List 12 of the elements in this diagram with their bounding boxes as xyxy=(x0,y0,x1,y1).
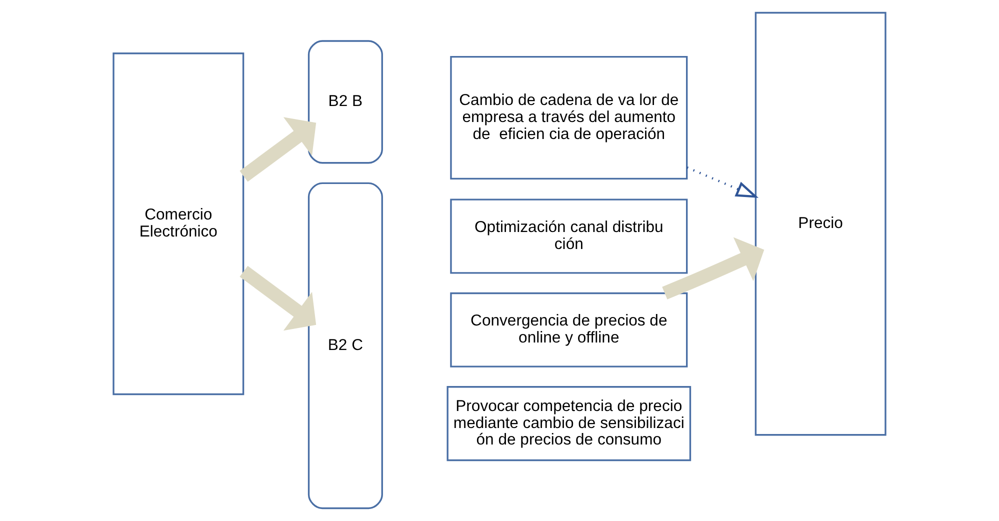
arrow xyxy=(662,237,764,300)
arrow xyxy=(240,117,316,182)
arrow xyxy=(240,266,316,331)
node-box: Cambio de cadena de va lor de empresa a través del aumento de eficien cia de operación xyxy=(450,56,688,180)
node-box: Comercio Electrónico xyxy=(112,52,244,396)
node-box: B2 C xyxy=(308,182,383,510)
node-box: Provocar competencia de precio mediante cambio de sensibilizaci ón de precios de consumo xyxy=(446,386,692,462)
node-box: B2 B xyxy=(308,40,383,164)
node-box: Optimización canal distribu ción xyxy=(450,198,688,274)
node-box: Precio xyxy=(754,12,886,436)
node-box: Convergencia de precios de online y offline xyxy=(450,292,688,368)
arrow xyxy=(686,166,759,198)
